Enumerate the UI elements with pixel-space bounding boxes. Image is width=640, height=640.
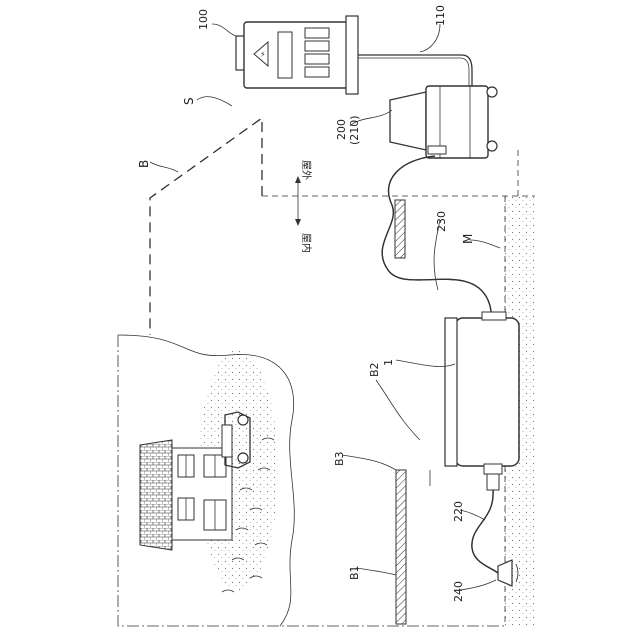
label-220: 220	[452, 501, 465, 522]
main-pump-1	[445, 312, 519, 474]
hose-220	[472, 474, 500, 575]
control-box-100: ⚡	[236, 16, 358, 94]
pump-unit-200	[390, 86, 497, 158]
label-1: 1	[382, 359, 395, 366]
flood-scene	[140, 350, 278, 592]
label-b1: B1	[348, 565, 361, 580]
label-m: M	[461, 234, 475, 244]
house-roof	[140, 440, 172, 550]
outdoor-label: 屋外	[300, 160, 312, 180]
label-b3: B3	[333, 451, 346, 466]
label-240: 240	[452, 581, 465, 602]
wall-segment	[395, 200, 405, 258]
label-110: 110	[434, 5, 447, 26]
label-b: B	[137, 160, 151, 168]
building-boundary	[150, 118, 262, 335]
label-230: 230	[435, 211, 448, 232]
wall-b1	[396, 470, 406, 624]
label-210: (210)	[348, 115, 361, 145]
label-b2: B2	[368, 362, 381, 377]
indoor-outdoor-arrow: 屋外 屋内	[295, 160, 313, 253]
label-s: S	[182, 97, 196, 105]
svg-text:⚡: ⚡	[260, 50, 266, 59]
indoor-label: 屋内	[300, 233, 313, 253]
label-200: 200	[335, 119, 348, 140]
label-100: 100	[197, 9, 210, 30]
